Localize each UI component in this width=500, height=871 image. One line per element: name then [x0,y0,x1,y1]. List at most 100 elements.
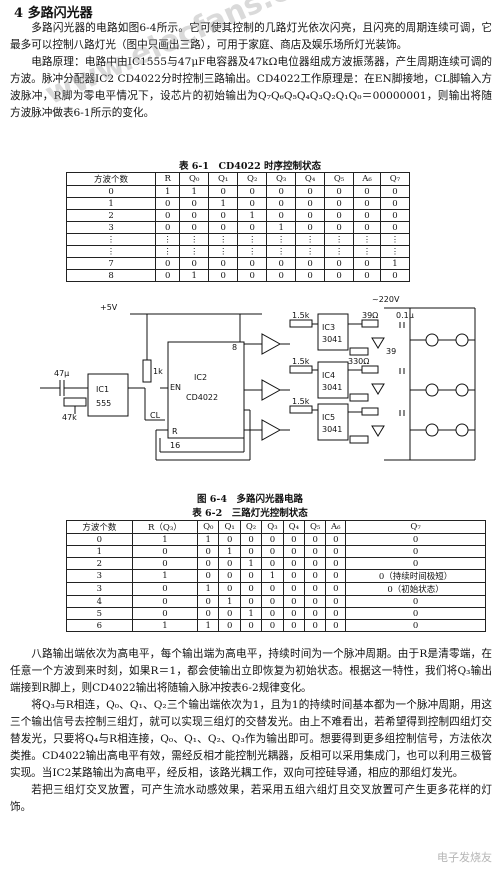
table-cell: 0 [65,185,157,198]
column-header: Q₀ [197,520,220,534]
table-cell: 0 [218,619,241,632]
table-cell: 0 [197,607,220,620]
table-cell: 1 [66,545,133,558]
table-cell: ⋮ [266,233,297,246]
ic2-label: IC2 [194,373,207,382]
table-cell: 0 [379,197,411,210]
column-header: Q₅ [324,172,355,186]
table-cell: 0 [324,221,355,234]
table-cell: 0 [304,607,327,620]
table-cell: 0 [155,221,181,234]
table-cell: 0 [325,569,347,583]
column-header: 方波个数 [65,172,157,186]
table-cell: 0 [325,595,347,608]
column-header: Q₇ [345,520,486,534]
table-cell: 0 [295,221,326,234]
table-cell: 6 [66,619,133,632]
cl-pin-label: CL [150,411,161,420]
table-cell: 0 [325,533,347,546]
table-cell: 0 [179,209,210,222]
table-cell: ⋮ [179,245,210,258]
cap-label: 47μ [54,369,69,378]
table-cell: 0 [179,197,210,210]
table-cell: 0 [179,221,210,234]
column-header: Q₄ [282,520,306,534]
table-cell: 0 [324,269,355,282]
table-cell: 0 [345,557,486,570]
table-cell: ⋮ [379,233,411,246]
ac-label: ~220V [372,295,400,304]
table-cell: 0 [197,557,220,570]
column-header: Q₃ [261,520,284,534]
table-cell: 0 [304,595,327,608]
table-cell: 1 [65,197,157,210]
table-cell: 4 [66,595,133,608]
table-cell: 0 [218,557,241,570]
table-cell: 0 [282,595,306,608]
circuit-diagram: +5V ~220V 47μ 47k 1k IC1 555 IC2 CD4022 … [40,295,476,461]
table-cell: 1 [239,557,263,570]
table-cell: ⋮ [65,233,157,246]
table-cell: 0 [304,619,327,632]
table-cell: 1 [379,257,411,270]
ic1-label: IC1 [96,385,109,394]
column-header: Q₁ [218,520,241,534]
ic1-type: 555 [96,399,111,408]
r15k-2: 1.5k [292,357,310,366]
r39-label: 39Ω [362,311,378,320]
table-cell: 0 [353,269,381,282]
table-cell: 0 [304,545,327,558]
body-paragraph-3: 若把三组灯交叉放置，可产生流水动感效果，若采用五组六组灯且交叉放置可产生更多花样… [10,784,492,813]
table-cell: 0 [282,557,306,570]
table-cell: 0 [261,607,284,620]
column-header: Q₂ [239,520,263,534]
table-cell: 0 [324,209,355,222]
table-cell: ⋮ [379,245,411,258]
table-cell: 0 [353,209,381,222]
table-cell: ⋮ [324,245,355,258]
table-cell: 1 [239,607,263,620]
table-cell: 0 [155,209,181,222]
table-cell: 0 [325,619,347,632]
table-cell: 0 [208,221,239,234]
table-cell: 1 [237,209,268,222]
table-cell: 0 [131,595,199,608]
table-cell: 0 [324,185,355,198]
table-cell: 0 [261,545,284,558]
table-cell: 0 [66,533,133,546]
table-cell: 0 [266,269,297,282]
table-cell: 0 [197,569,220,583]
r15k-1: 1.5k [292,311,310,320]
table-cell: 0 [239,533,263,546]
table-cell: 0 [304,557,327,570]
table-cell: 0 [218,533,241,546]
table-cell: 7 [65,257,157,270]
opto-3-label: 3041 [322,425,342,434]
table-cell: ⋮ [237,245,268,258]
table-cell: 0 [304,582,327,596]
table-cell: 0 [282,569,306,583]
table-cell: 0 [237,269,268,282]
table-cell: 0 [266,257,297,270]
table-cell: 0 [353,185,381,198]
intro-paragraph-2: 电路原理：电路中由IC1555与47μF电容器及47kΩ电位器组成方波振荡器，产… [10,56,492,119]
table-cell: ⋮ [295,245,326,258]
table-cell: 0 [379,221,411,234]
table-cell: 0 [325,607,347,620]
table-cell: 0 [295,257,326,270]
table-cell: 0 [208,257,239,270]
table-cell: 0 [345,595,486,608]
body-paragraph-1: 八路输出端依次为高电平，每个输出端为高电平，持续时间为一个脉冲周期。由于R是清零… [10,648,492,694]
table-cell: ⋮ [237,233,268,246]
table1-caption: 表 6-1 CD4022 时序控制状态 [178,161,322,172]
table-cell: 1 [197,533,220,546]
